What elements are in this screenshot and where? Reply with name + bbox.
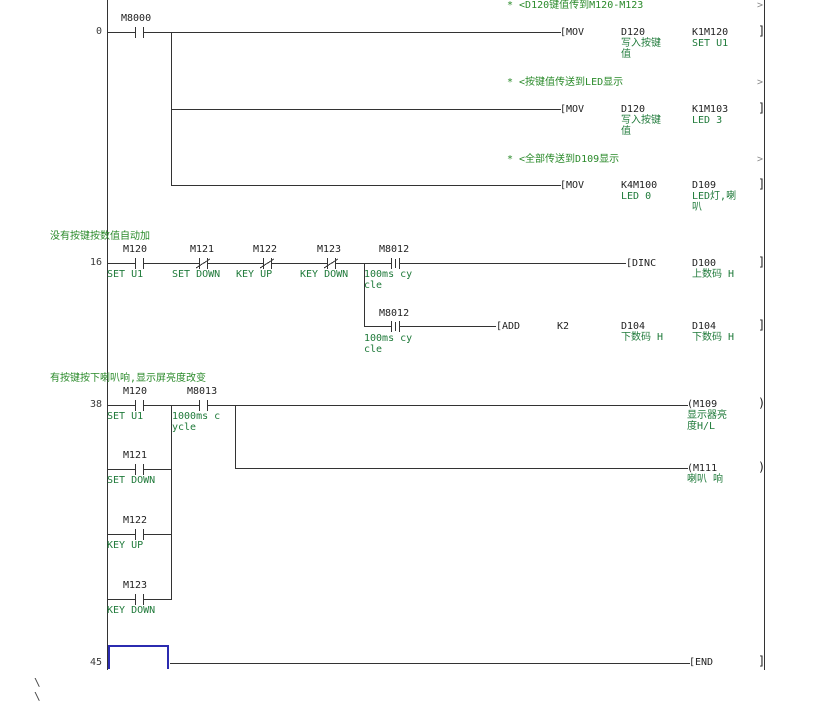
coil-comment: 显示器亮 [687, 410, 727, 421]
contact-comment: SET DOWN [107, 475, 156, 486]
operand-comment: SET U1 [692, 38, 729, 49]
step-number-0: 0 [95, 26, 102, 37]
statement-note: * <D120键值传到M120-M123 [507, 0, 644, 11]
operand-comment: 下数码 H [692, 332, 735, 343]
stray-backslash: \ [34, 690, 41, 703]
contact-comment: cle [364, 344, 383, 355]
coil-comment: 喇叭 响 [687, 474, 724, 485]
operand-device[interactable]: D100 [692, 258, 717, 269]
instruction-bracket: ] [758, 101, 766, 115]
instruction-add[interactable]: [ADD [496, 321, 521, 332]
operand-comment: 值 [621, 126, 631, 137]
contact-device[interactable]: M8012 [379, 244, 410, 255]
note-end-mark: > [757, 77, 764, 88]
operand-device[interactable]: K4M100 [621, 180, 658, 191]
operand-device[interactable]: D104 [621, 321, 646, 332]
operand-comment: LED灯,喇 [692, 191, 737, 202]
coil-end-mark: ) [758, 396, 766, 410]
instruction-bracket: ] [758, 255, 766, 269]
operand-comment: LED 0 [621, 191, 652, 202]
instruction-bracket: ] [758, 654, 766, 668]
coil-end-mark: ) [758, 460, 766, 474]
operand-device[interactable]: D104 [692, 321, 717, 332]
contact-device[interactable]: M121 [123, 450, 148, 461]
contact-comment: KEY DOWN [300, 269, 349, 280]
instruction-end[interactable]: [END [689, 657, 714, 668]
rung-comment: 没有按键按数值自动加 [50, 231, 150, 242]
operand-comment: 下数码 H [621, 332, 664, 343]
contact-comment: 100ms cy [364, 269, 413, 280]
contact-device[interactable]: M122 [123, 515, 148, 526]
contact-comment: SET U1 [107, 269, 144, 280]
step-number-45: 45 [89, 657, 102, 668]
operand-comment: 值 [621, 49, 631, 60]
instruction-mov[interactable]: [MOV [560, 180, 585, 191]
operand-comment: 写入按键 [621, 115, 661, 126]
contact-comment: SET U1 [107, 411, 144, 422]
contact-comment: KEY UP [236, 269, 273, 280]
operand-comment: 叭 [692, 202, 702, 213]
contact-device[interactable]: M122 [253, 244, 278, 255]
operand-device[interactable]: K1M103 [692, 104, 729, 115]
contact-comment: ycle [172, 422, 197, 433]
contact-device[interactable]: M121 [190, 244, 215, 255]
contact-device[interactable]: M8000 [121, 13, 152, 24]
contact-comment: 100ms cy [364, 333, 413, 344]
note-end-mark: > [757, 0, 764, 11]
operand-device[interactable]: D120 [621, 27, 646, 38]
output-coil[interactable]: (M109 [687, 399, 718, 410]
contact-comment: 1000ms c [172, 411, 221, 422]
step-number-38: 38 [89, 399, 102, 410]
stray-backslash: \ [34, 676, 41, 689]
step-number-16: 16 [89, 257, 102, 268]
instruction-bracket: ] [758, 318, 766, 332]
contact-comment: SET DOWN [172, 269, 221, 280]
contact-comment: KEY UP [107, 540, 144, 551]
instruction-bracket: ] [758, 24, 766, 38]
operand-device[interactable]: K1M120 [692, 27, 729, 38]
statement-note: * <按键值传送到LED显示 [507, 77, 624, 88]
note-end-mark: > [757, 154, 764, 165]
instruction-mov[interactable]: [MOV [560, 104, 585, 115]
contact-comment: cle [364, 280, 383, 291]
operand-device[interactable]: D109 [692, 180, 717, 191]
coil-comment: 度H/L [687, 421, 716, 432]
operand-comment: 写入按键 [621, 38, 661, 49]
operand-comment: 上数码 H [692, 269, 735, 280]
instruction-dinc[interactable]: [DINC [626, 258, 657, 269]
contact-comment: KEY DOWN [107, 605, 156, 616]
contact-device[interactable]: M123 [317, 244, 342, 255]
operand-constant[interactable]: K2 [557, 321, 570, 332]
operand-comment: LED 3 [692, 115, 723, 126]
statement-note: * <全部传送到D109显示 [507, 154, 620, 165]
edit-cursor[interactable] [108, 645, 169, 669]
instruction-bracket: ] [758, 177, 766, 191]
contact-device[interactable]: M123 [123, 580, 148, 591]
contact-device[interactable]: M120 [123, 386, 148, 397]
rung-comment: 有按键按下喇叭响,显示屏亮度改变 [50, 373, 207, 384]
instruction-mov[interactable]: [MOV [560, 27, 585, 38]
contact-device[interactable]: M8012 [379, 308, 410, 319]
contact-device[interactable]: M8013 [187, 386, 218, 397]
operand-device[interactable]: D120 [621, 104, 646, 115]
output-coil[interactable]: (M111 [687, 463, 718, 474]
contact-device[interactable]: M120 [123, 244, 148, 255]
